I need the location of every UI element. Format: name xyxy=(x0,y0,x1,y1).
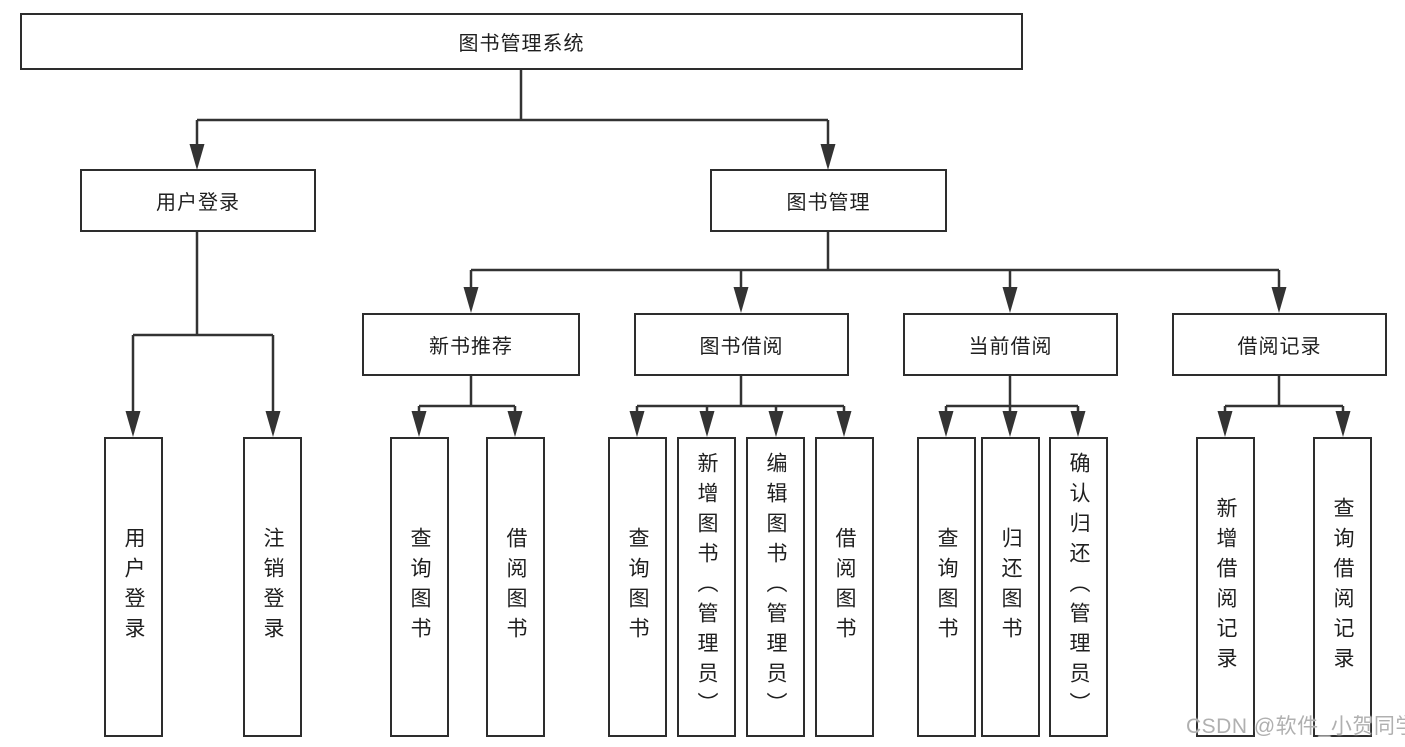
leaf-label: 借阅图书 xyxy=(833,527,856,647)
node-root-library-management-system: 图书管理系统 xyxy=(20,13,1023,70)
leaf-user-login: 用户登录 xyxy=(104,437,163,737)
leaf-edit-books-admin: 编辑图书（管理员） xyxy=(746,437,805,737)
node-new-book-recommendation: 新书推荐 xyxy=(362,313,580,376)
leaf-label: 编辑图书（管理员） xyxy=(764,452,787,722)
leaf-add-books-admin: 新增图书（管理员） xyxy=(677,437,736,737)
leaf-label: 查询图书 xyxy=(935,527,958,647)
leaf-label: 归还图书 xyxy=(999,527,1022,647)
leaf-query-borrow-record: 查询借阅记录 xyxy=(1313,437,1372,737)
node-current-borrowing: 当前借阅 xyxy=(903,313,1118,376)
leaf-label: 查询图书 xyxy=(626,527,649,647)
leaf-query-books-borrowing: 查询图书 xyxy=(608,437,667,737)
leaf-label: 确认归还（管理员） xyxy=(1067,452,1090,722)
leaf-logout: 注销登录 xyxy=(243,437,302,737)
leaf-label: 用户登录 xyxy=(122,527,145,647)
csdn-watermark: CSDN @软件_小贺同学 xyxy=(1186,715,1405,738)
arrowhead-icons xyxy=(125,144,1351,437)
leaf-query-books-current: 查询图书 xyxy=(917,437,976,737)
leaf-query-books-recommend: 查询图书 xyxy=(390,437,449,737)
node-borrowing-records: 借阅记录 xyxy=(1172,313,1387,376)
leaf-label: 注销登录 xyxy=(261,527,284,647)
leaf-add-borrow-record: 新增借阅记录 xyxy=(1196,437,1255,737)
leaf-label: 查询图书 xyxy=(408,527,431,647)
leaf-label: 新增图书（管理员） xyxy=(695,452,718,722)
node-user-login: 用户登录 xyxy=(80,169,316,232)
leaf-label: 借阅图书 xyxy=(504,527,527,647)
leaf-label: 新增借阅记录 xyxy=(1214,497,1237,677)
leaf-label: 查询借阅记录 xyxy=(1331,497,1354,677)
leaf-borrow-books: 借阅图书 xyxy=(815,437,874,737)
leaf-confirm-return-admin: 确认归还（管理员） xyxy=(1049,437,1108,737)
node-book-management: 图书管理 xyxy=(710,169,947,232)
leaf-return-books: 归还图书 xyxy=(981,437,1040,737)
leaf-borrow-books-recommend: 借阅图书 xyxy=(486,437,545,737)
node-book-borrowing: 图书借阅 xyxy=(634,313,849,376)
